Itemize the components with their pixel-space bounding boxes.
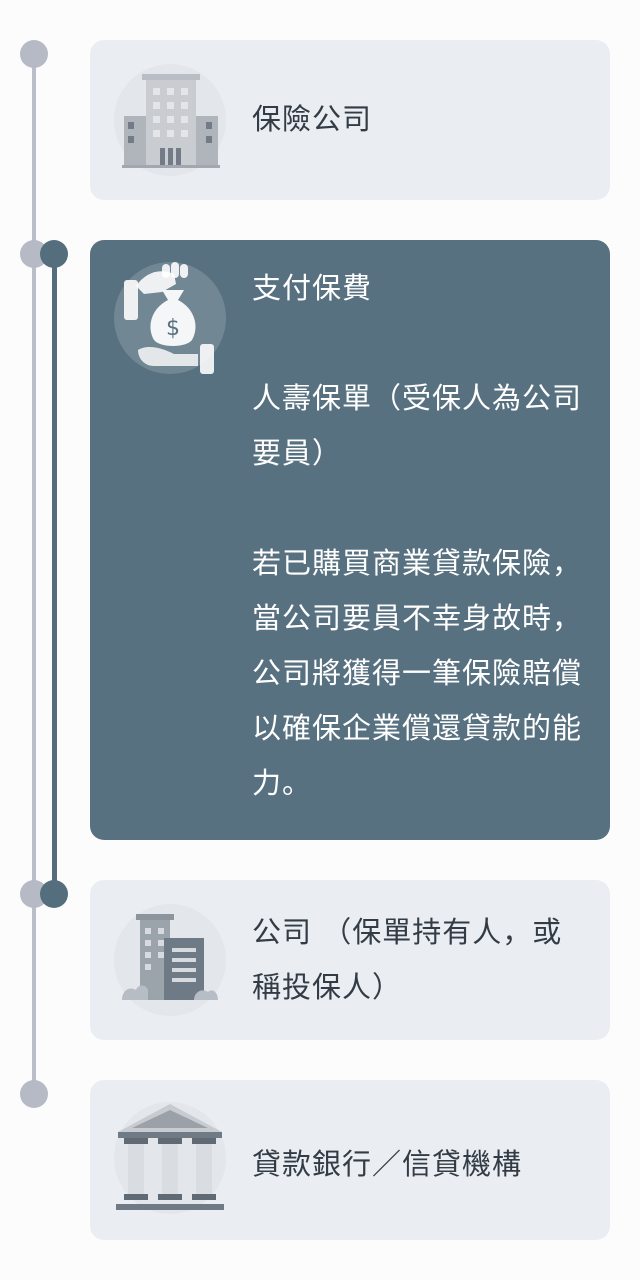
policy-description: 若已購買商業貸款保險，當公司要員不幸身故時，公司將獲得一筆保險賠償以確保企業償還… (252, 546, 583, 800)
card-label: 保險公司 (252, 102, 373, 136)
timeline-dot-1 (20, 40, 48, 68)
timeline-dot-4 (20, 1080, 48, 1108)
timeline-card-company[interactable]: 公司 （保單持有人，或稱投保人） (90, 880, 610, 1040)
bank-icon (114, 1102, 226, 1214)
money-bag-hand-icon: $ (114, 262, 226, 374)
card-label: 貸款銀行／信貸機構 (252, 1147, 523, 1181)
office-building-icon (114, 64, 226, 176)
spacer (252, 316, 582, 371)
timeline-dot-2-active (40, 240, 68, 268)
timeline-card-insurance-company[interactable]: 保險公司 (90, 40, 610, 200)
card-label: 支付保費 (252, 271, 373, 305)
spacer (252, 481, 582, 536)
timeline-active-line (52, 254, 57, 894)
timeline-card-bank[interactable]: 貸款銀行／信貸機構 (90, 1080, 610, 1240)
timeline-line (32, 52, 36, 1094)
card-label: 公司 （保單持有人，或稱投保人） (252, 915, 563, 1004)
policy-label: 人壽保單（受保人為公司要員） (252, 381, 583, 470)
timeline-dot-3-active (40, 880, 68, 908)
timeline-card-pay-premium[interactable]: $ 支付保費 人壽保單（受保人為公司要員） 若已購買商業貸款保險，當公司要員不幸… (90, 240, 610, 840)
svg-text:$: $ (166, 316, 180, 341)
company-building-icon (114, 904, 226, 1016)
